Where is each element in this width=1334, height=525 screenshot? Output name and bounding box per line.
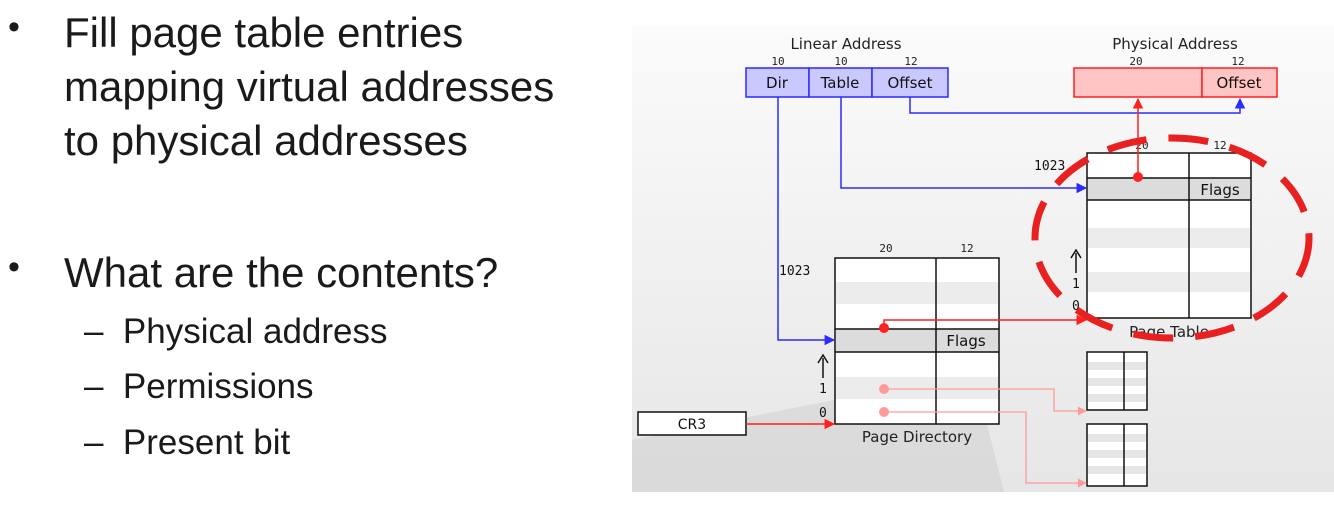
pt-stripe [1088, 228, 1250, 248]
highlight-ellipse [1031, 134, 1313, 342]
pa-offset-label: Offset [1216, 74, 1261, 92]
pt-index-zero: 0 [1072, 299, 1080, 314]
bullet-marker-2: • [8, 248, 20, 286]
bullet-1-line-2: mapping virtual addresses [64, 63, 555, 110]
pd-to-pt-arrow [883, 314, 1088, 328]
dir-bits: 10 [771, 55, 784, 68]
subitem-1-label: Physical address [122, 312, 388, 351]
bullet-2-line-1: What are the contents? [64, 249, 499, 296]
pd-index-top: 1023 [779, 264, 810, 279]
pt-bits-right: 12 [1213, 139, 1226, 152]
pt-index-top: 1023 [1034, 159, 1065, 174]
small-page-table-1 [1086, 351, 1148, 411]
offset-label: Offset [887, 74, 932, 92]
pd-index-one: 1 [819, 382, 827, 397]
cr3-label: CR3 [678, 417, 706, 433]
offset-bits: 12 [904, 55, 917, 68]
dash-icon: – [84, 423, 104, 462]
subitem-2-label: Permissions [122, 367, 314, 406]
pa-offset-field [1201, 67, 1278, 98]
up-arrow-head [817, 353, 829, 364]
bullet-list: • Fill page table entries mapping virtua… [0, 0, 630, 525]
table-label: Table [820, 74, 860, 92]
pd-entry-0-arrow [884, 411, 1087, 488]
small-page-table-2 [1086, 423, 1148, 487]
bullet-1: Fill page table entries mapping virtual … [64, 6, 554, 168]
page-directory: 20 12 Flags 1023 1 0 Page Directory [779, 242, 1000, 446]
pd-entry-1-arrow [884, 388, 1087, 416]
pa-frame-field [1073, 67, 1203, 98]
pa-bits-right: 12 [1231, 55, 1244, 68]
linear-address-title: Linear Address [790, 35, 901, 53]
pt-index-one: 1 [1072, 277, 1080, 292]
pd-stripe [836, 329, 998, 352]
pd-bits-right: 12 [960, 242, 973, 255]
dir-arrow [777, 97, 836, 346]
bullet-1-line-3: to physical addresses [64, 117, 468, 164]
bullet-2: What are the contents? [64, 246, 498, 300]
dash-icon: – [84, 312, 104, 351]
subitem-1: – Physical address [84, 312, 388, 352]
pd-stripe [836, 282, 998, 304]
physical-address-title: Physical Address [1112, 35, 1238, 53]
pa-bits-left: 20 [1129, 55, 1142, 68]
paging-diagram: Linear Address 10 10 12 Dir Table Offset… [632, 26, 1334, 492]
pd-index-zero: 0 [819, 406, 827, 421]
table-bits: 10 [834, 55, 847, 68]
bullet-marker-1: • [8, 8, 20, 46]
bullet-1-line-1: Fill page table entries [64, 9, 464, 56]
subitem-3-label: Present bit [122, 423, 291, 462]
table-arrow [840, 97, 1088, 194]
offset-arrow [909, 97, 1246, 114]
pd-bits-left: 20 [879, 242, 892, 255]
pt-flags: Flags [1200, 181, 1240, 199]
pd-caption: Page Directory [862, 428, 972, 446]
pt-stripe [1088, 178, 1250, 200]
dash-icon: – [84, 367, 104, 406]
up-arrow-head [1070, 248, 1082, 259]
pd-stripe [836, 377, 998, 399]
dir-label: Dir [766, 74, 789, 92]
subitem-3: – Present bit [84, 423, 290, 463]
pt-stripe [1088, 272, 1250, 292]
subitem-2: – Permissions [84, 367, 314, 407]
dir-field [745, 67, 810, 98]
pd-flags: Flags [946, 332, 986, 350]
